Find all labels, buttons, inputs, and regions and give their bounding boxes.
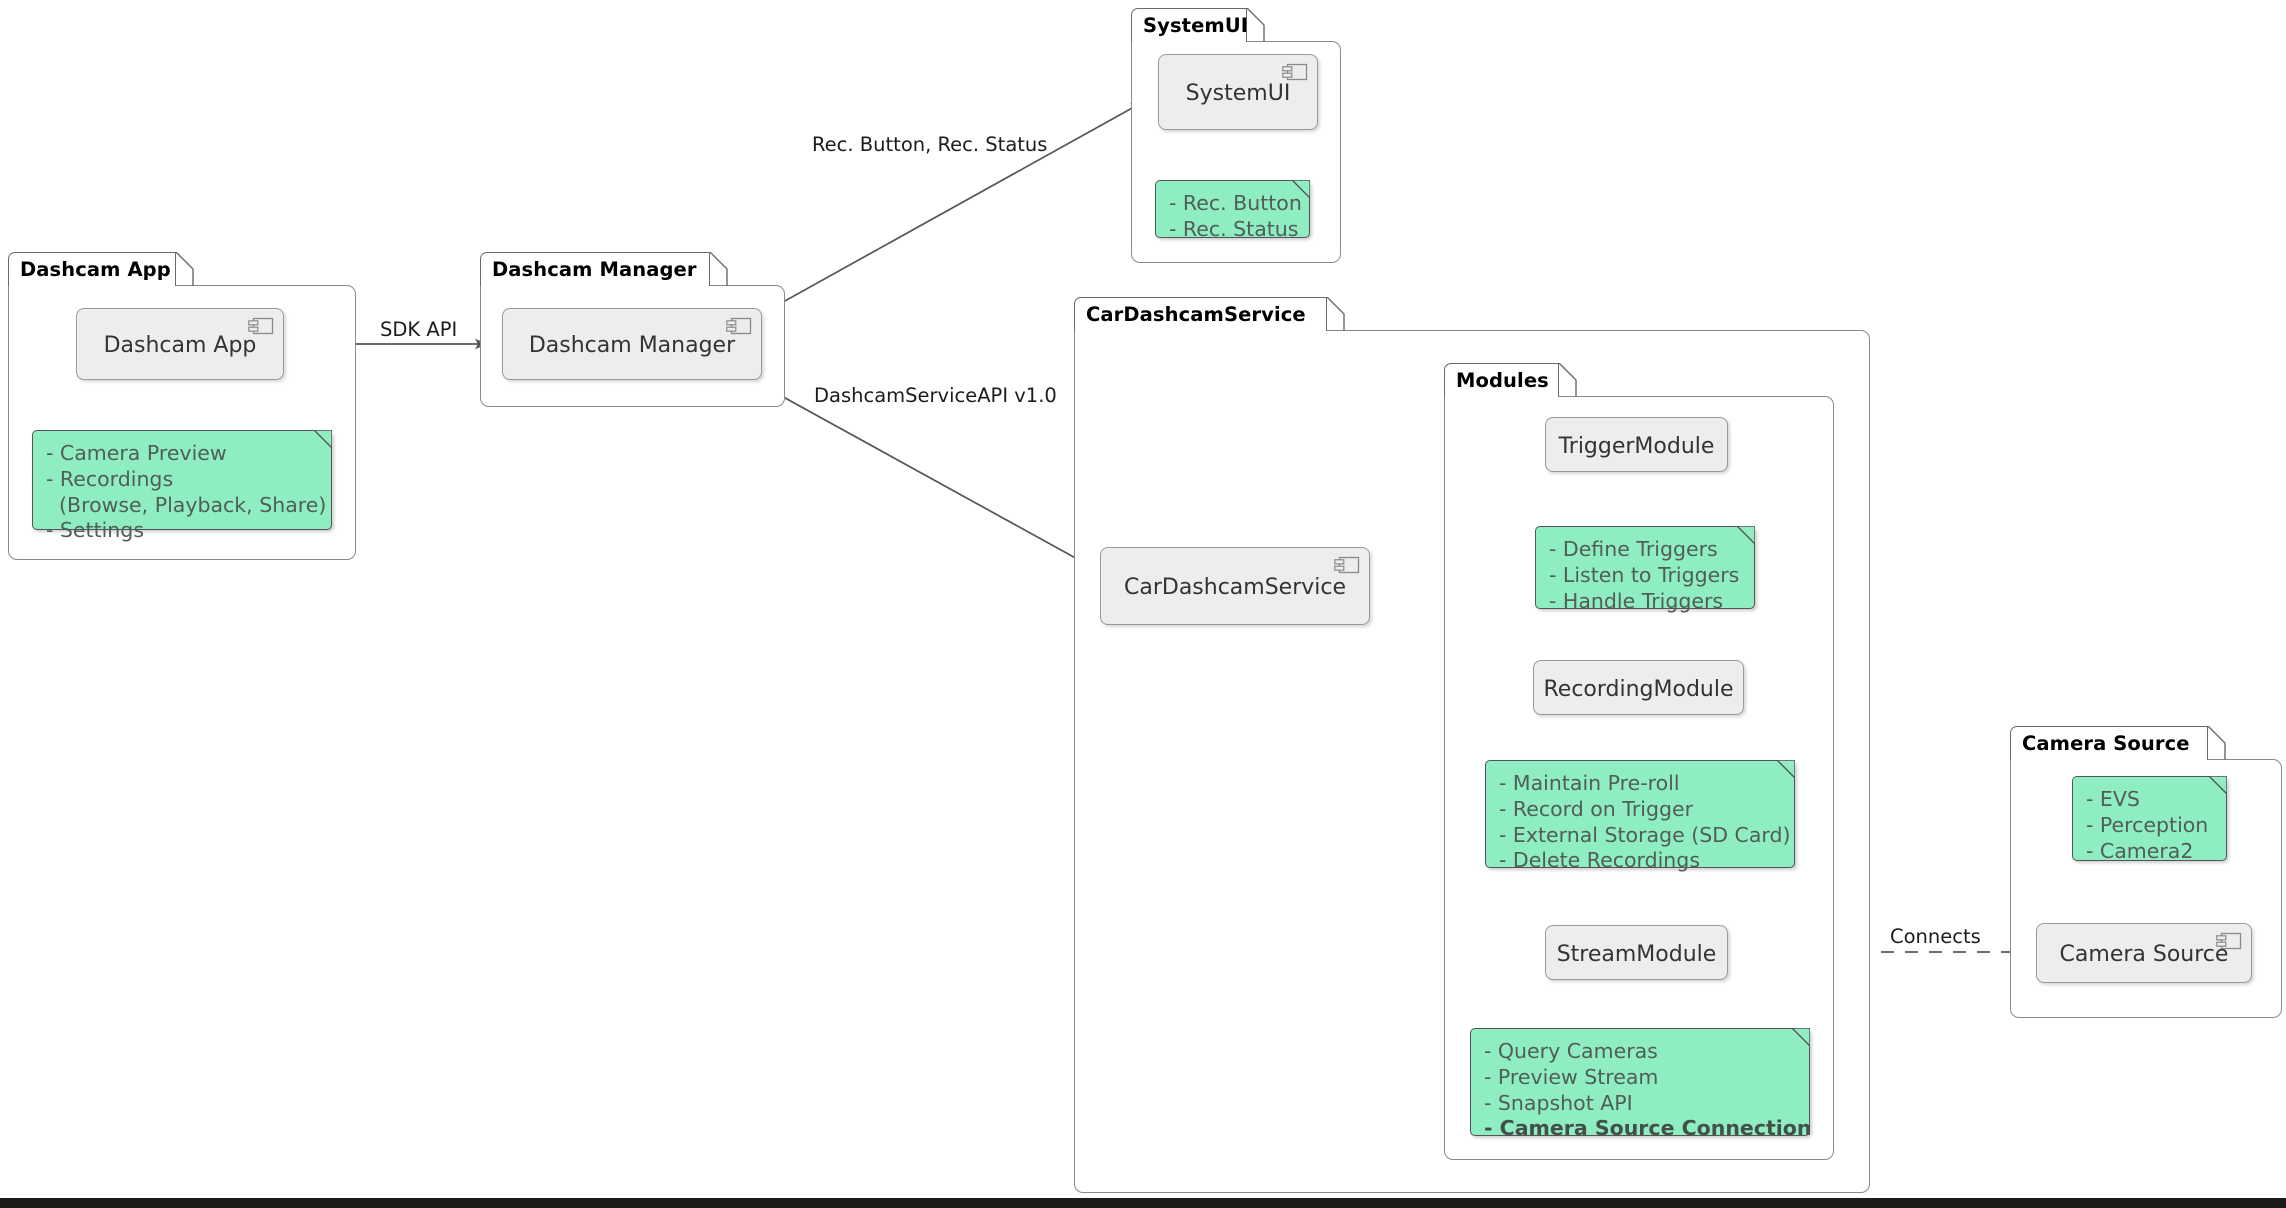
component-dashcam-manager[interactable]: Dashcam Manager [502,308,762,380]
edge-label-dashcamserviceapi: DashcamServiceAPI v1.0 [814,384,1057,407]
note-recording-module: - Maintain Pre-roll - Record on Trigger … [1485,759,1796,872]
note-line: - Delete Recordings [1499,848,1700,873]
component-label-trigger-module: TriggerModule [1558,433,1715,459]
package-tab-slant [2208,726,2226,760]
note-line: - Define Triggers [1549,537,1718,561]
edge-label-connects: Connects [1890,925,1981,948]
bottom-status-bar [0,1198,2286,1208]
note-systemui: - Rec. Button - Rec. Status [1155,179,1311,241]
package-label-cardashcamservice: CarDashcamService [1086,302,1306,326]
package-tab-slant [1559,363,1577,397]
package-tab-modules: Modules [1444,363,1559,397]
component-systemui[interactable]: SystemUI [1158,54,1318,130]
note-camera-source: - EVS - Perception - Camera2 [2072,775,2228,863]
package-tab-slant [1247,8,1265,42]
note-line: - Query Cameras [1484,1039,1658,1063]
component-recording-module[interactable]: RecordingModule [1533,660,1744,715]
note-fold-corner [1735,525,1756,546]
package-tab-slant [710,252,728,286]
note-line: - EVS [2086,787,2140,811]
component-label-stream-module: StreamModule [1556,941,1717,967]
note-trigger-module: - Define Triggers - Listen to Triggers -… [1535,525,1756,613]
note-line: - Perception [2086,812,2209,837]
package-label-camera-source: Camera Source [2022,731,2190,755]
package-tab-dashcam-manager: Dashcam Manager [480,252,710,286]
uml-component-icon [1282,63,1308,81]
note-line: - Settings [46,518,144,543]
note-line: - Preview Stream [1484,1064,1659,1089]
note-line: - Camera2 [2086,838,2194,863]
edge-label-sdk-api: SDK API [380,318,458,341]
package-tab-cardashcamservice: CarDashcamService [1074,297,1327,331]
note-line: - Maintain Pre-roll [1499,771,1680,795]
package-tab-dashcam-app: Dashcam App [8,252,176,286]
component-label-recording-module: RecordingModule [1543,676,1734,702]
uml-component-icon [1334,556,1360,574]
component-dashcam-app[interactable]: Dashcam App [76,308,284,380]
note-fold-corner [1775,759,1796,780]
package-tab-systemui: SystemUI [1131,8,1249,42]
package-label-modules: Modules [1456,368,1549,392]
component-label-cardashcamservice: CarDashcamService [1123,575,1347,600]
note-line: - External Storage (SD Card) [1499,822,1791,847]
note-fold-corner [2207,775,2228,796]
note-line: - Camera Preview [46,441,227,465]
note-line: - Listen to Triggers [1549,562,1740,587]
component-camera-source[interactable]: Camera Source [2036,923,2252,983]
component-label-dashcam-manager: Dashcam Manager [528,333,736,358]
package-tab-camera-source: Camera Source [2010,726,2208,760]
note-stream-module: - Query Cameras - Preview Stream - Snaps… [1470,1027,1812,1140]
component-trigger-module[interactable]: TriggerModule [1545,417,1728,472]
component-stream-module[interactable]: StreamModule [1545,925,1728,980]
edge-label-rec-button-status: Rec. Button, Rec. Status [812,133,1048,156]
note-line: - Record on Trigger [1499,796,1694,821]
component-label-systemui: SystemUI [1185,81,1291,106]
note-dashcam-app: - Camera Preview - Recordings (Browse, P… [32,429,333,542]
package-tab-slant [176,252,194,286]
package-label-systemui: SystemUI [1143,13,1249,37]
package-tab-slant [1327,297,1345,331]
uml-component-icon [248,317,274,335]
note-line: - Snapshot API [1484,1090,1633,1115]
component-label-dashcam-app: Dashcam App [103,333,257,358]
package-label-dashcam-app: Dashcam App [20,257,171,281]
note-line-highlighted: - Camera Source Connection [1484,1116,1812,1141]
note-fold-corner [1290,179,1311,200]
note-line: - Rec. Status [1169,216,1299,241]
note-line: (Browse, Playback, Share) [46,492,327,517]
note-line: - Rec. Button [1169,191,1302,215]
package-label-dashcam-manager: Dashcam Manager [492,257,697,281]
note-line: - Recordings [46,466,174,491]
note-line: - Handle Triggers [1549,588,1724,613]
note-fold-corner [312,429,333,450]
component-label-camera-source: Camera Source [2059,942,2229,967]
note-fold-corner [1790,1027,1811,1048]
component-cardashcamservice[interactable]: CarDashcamService [1100,547,1370,625]
uml-component-icon [726,317,752,335]
uml-component-icon [2216,932,2242,950]
